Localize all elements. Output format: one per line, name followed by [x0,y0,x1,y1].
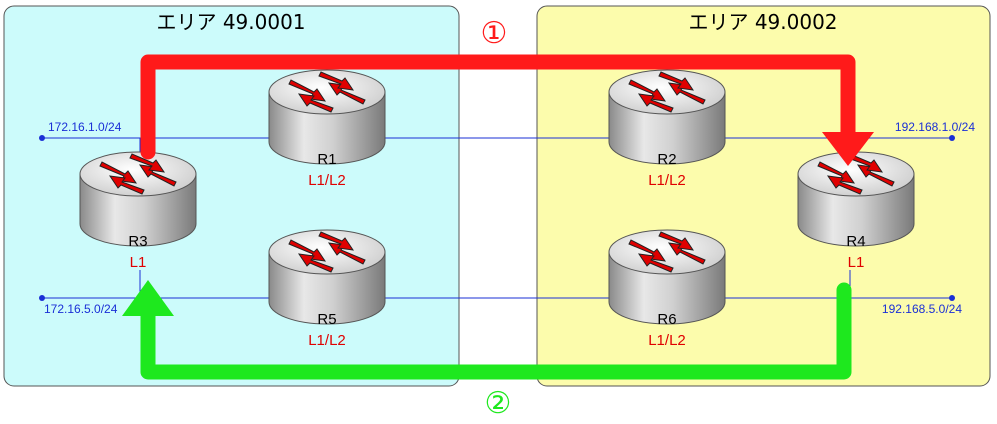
area-49-0001-title: エリア 49.0001 [156,10,305,34]
router-r1-name: R1 [317,151,336,168]
router-r4-name: R4 [846,233,865,250]
router-icon [268,69,386,165]
router-r2-name: R2 [657,151,676,168]
path-1-arrow [140,54,874,166]
endpoint-dot-192-168-1 [949,135,955,141]
router-r3-level: L1 [130,254,147,271]
router-r5-level: L1/L2 [308,332,346,349]
router-r1: R1 L1/L2 [268,69,386,189]
router-icon [608,69,726,165]
router-r3-name: R3 [128,233,147,250]
endpoint-dot-192-168-5 [949,295,955,301]
endpoint-dot-172-16-5 [39,295,45,301]
router-r5: R5 L1/L2 [268,229,386,349]
router-r6-level: L1/L2 [648,332,686,349]
router-r6: R6 L1/L2 [608,229,726,349]
network-label-192-168-5: 192.168.5.0/24 [882,302,962,316]
network-label-172-16-1: 172.16.1.0/24 [48,120,122,134]
network-label-192-168-1: 192.168.1.0/24 [895,120,975,134]
router-r6-name: R6 [657,311,676,328]
router-icon [79,151,197,247]
router-icon [608,229,726,325]
router-icon [268,229,386,325]
path-2-arrow [122,280,852,380]
router-r3: R3 L1 [79,151,197,271]
area-49-0002-title: エリア 49.0002 [688,10,837,34]
router-icon [797,151,915,247]
router-r1-level: L1/L2 [308,172,346,189]
router-r2-level: L1/L2 [648,172,686,189]
router-r4: R4 L1 [797,151,915,271]
endpoint-dot-172-16-1 [39,135,45,141]
network-label-172-16-5: 172.16.5.0/24 [44,302,118,316]
router-r5-name: R5 [317,311,336,328]
router-r2: R2 L1/L2 [608,69,726,189]
path-1-label: ① [481,16,508,51]
router-r4-level: L1 [848,254,865,271]
path-2-label: ② [485,386,512,421]
